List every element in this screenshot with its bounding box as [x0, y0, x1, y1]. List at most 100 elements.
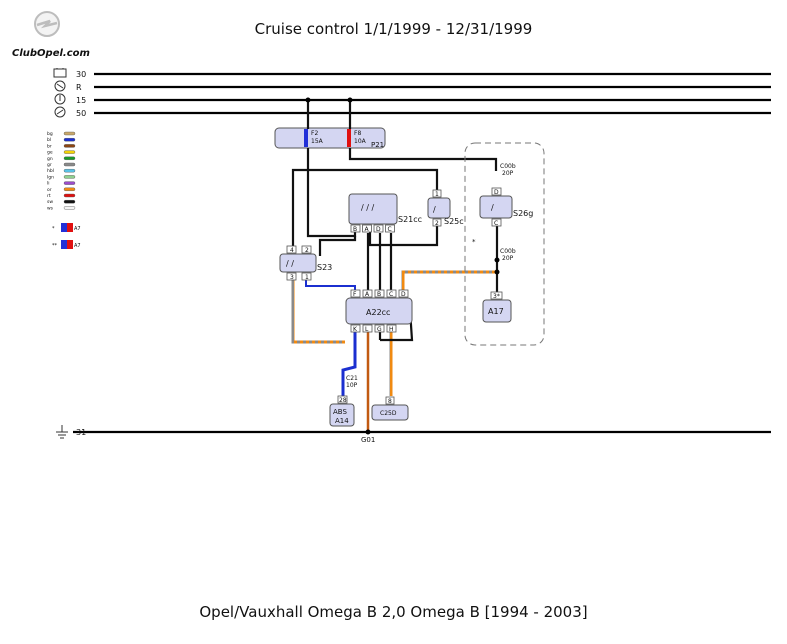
- fuse-f8-name: F8: [354, 130, 361, 137]
- a22cc-pin-top-label: C: [389, 291, 393, 298]
- ignition-r-icon: [54, 80, 66, 92]
- a22cc-pin-bottom: [362, 324, 373, 333]
- legend-code-gn: gn: [47, 157, 53, 162]
- switch-s25c: 1 ∕ 2 S25c: [427, 189, 464, 227]
- a22cc-pin-top-label: B: [377, 291, 381, 298]
- fuse-f2: [304, 129, 308, 147]
- legend-swatch-gn: [63, 156, 76, 161]
- a22cc-pin-bottom-label: K: [353, 326, 358, 333]
- svg-text:1: 1: [305, 274, 309, 281]
- module-abs-a14: 28 ABS A14: [329, 395, 355, 427]
- legend-extra-swatch: [67, 223, 73, 232]
- legend-code-ws: ws: [47, 206, 54, 211]
- svg-text:8: 8: [388, 398, 392, 405]
- legend-swatch-li: [63, 181, 76, 185]
- legend-code-br: br: [47, 143, 52, 149]
- diagram-title: Cruise control 1/1/1999 - 12/31/1999: [254, 20, 533, 38]
- fuse-box-label: P21: [371, 141, 384, 149]
- legend-swatch-bg: [63, 131, 76, 136]
- s21cc-label: S21cc: [398, 215, 422, 224]
- clubopel-logo: ClubOpel.com: [12, 11, 90, 59]
- connector-c25d: 8 C25D: [371, 396, 409, 421]
- connector-2-name: C00b: [500, 248, 516, 255]
- a22cc-pin-bottom: [374, 324, 385, 333]
- legend-swatch-br: [63, 144, 76, 148]
- legend-extra-ref: A7: [74, 226, 81, 232]
- a14-sublabel: A14: [335, 417, 349, 425]
- s21cc-pin-label: D: [376, 226, 381, 233]
- rail-label-r: R: [76, 83, 82, 92]
- svg-text:2: 2: [435, 220, 439, 227]
- a22cc-pin-bottom-label: G: [377, 326, 382, 333]
- legend-code-ge: ge: [47, 151, 53, 156]
- legend-code-li: li: [47, 181, 50, 187]
- legend-code-hbl: hbl: [47, 168, 54, 174]
- connector-3-name: C21: [346, 375, 358, 382]
- connector-2-pins: 20P: [502, 255, 514, 262]
- legend-extra-mark: **: [52, 243, 58, 249]
- a17-label: A17: [488, 307, 504, 316]
- s21cc-pin-label: C: [388, 226, 392, 233]
- s23-label: S23: [317, 263, 332, 272]
- fuse-f8-rating: 10A: [354, 138, 367, 145]
- battery-icon: [53, 68, 67, 78]
- ground-connector-label: G01: [361, 436, 375, 444]
- a22cc-pin-top: [398, 289, 409, 298]
- a22cc-pin-top-label: D: [401, 291, 406, 298]
- svg-text:C: C: [494, 220, 498, 227]
- fuse-f8: [347, 129, 351, 147]
- c25d-label: C25D: [380, 410, 397, 417]
- optional-group-frame: [464, 142, 545, 346]
- connector-1-pins: 20P: [502, 170, 514, 177]
- svg-text:3: 3: [290, 274, 294, 281]
- legend-swatch-or: [63, 187, 76, 192]
- a22cc-pin-top-label: F: [353, 291, 357, 298]
- legend-code-bg: bg: [47, 131, 53, 137]
- legend-code-gr: gr: [47, 162, 52, 168]
- connector-1-name: C00b: [500, 163, 516, 170]
- legend-extra-mark: *: [52, 226, 55, 232]
- a22cc-pin-bottom-label: L: [365, 326, 369, 333]
- legend-code-or: or: [47, 187, 52, 193]
- wires: G01: [291, 97, 500, 444]
- rail-label-31: 31: [76, 428, 86, 437]
- a22cc-pin-top: [374, 289, 385, 298]
- a22cc-pin-bottom: [386, 324, 397, 333]
- svg-text:4: 4: [290, 247, 294, 254]
- legend-swatch-gr: [63, 162, 76, 167]
- optional-group-note: *: [472, 238, 476, 246]
- s21cc-pin: [362, 224, 372, 233]
- ignition-on-icon: [54, 93, 66, 105]
- a22cc-pin-top: [386, 289, 397, 298]
- fuse-box-p21: F2 15A F8 10A P21: [274, 127, 386, 149]
- legend-swatch-bl: [63, 137, 76, 142]
- logo-text: ClubOpel.com: [12, 48, 90, 59]
- switch-s23: 4 2 ∕ ∕ 3 1 S23: [279, 245, 332, 281]
- a22cc-label: A22cc: [366, 308, 390, 317]
- vehicle-footer: Opel/Vauxhall Omega B 2,0 Omega B [1994 …: [199, 603, 588, 621]
- legend-extra-ref: A7: [74, 243, 81, 249]
- rail-label-15: 15: [76, 96, 86, 105]
- legend-extra-swatch: [67, 240, 73, 249]
- fuse-f2-name: F2: [311, 130, 318, 137]
- a22cc-pin-bottom-label: H: [389, 326, 394, 333]
- ground-icon: [56, 425, 68, 439]
- start-icon: [54, 106, 66, 118]
- a22cc-pin-top-label: A: [365, 291, 370, 298]
- fuse-f2-rating: 15A: [311, 138, 324, 145]
- a14-label: ABS: [333, 408, 347, 416]
- svg-text:∕: ∕: [433, 205, 436, 214]
- svg-text:3*: 3*: [493, 293, 500, 300]
- svg-text:28: 28: [339, 397, 347, 404]
- legend-swatch-rt: [63, 193, 76, 198]
- legend-swatch-lgn: [63, 175, 76, 179]
- legend-swatch-hbl: [63, 168, 76, 173]
- svg-text:∕ ∕: ∕ ∕: [286, 259, 294, 268]
- legend-code-sw: sw: [47, 200, 53, 205]
- s21cc-pin-label: A: [365, 226, 370, 233]
- rail-label-30: 30: [76, 70, 86, 79]
- svg-text:D: D: [494, 189, 499, 196]
